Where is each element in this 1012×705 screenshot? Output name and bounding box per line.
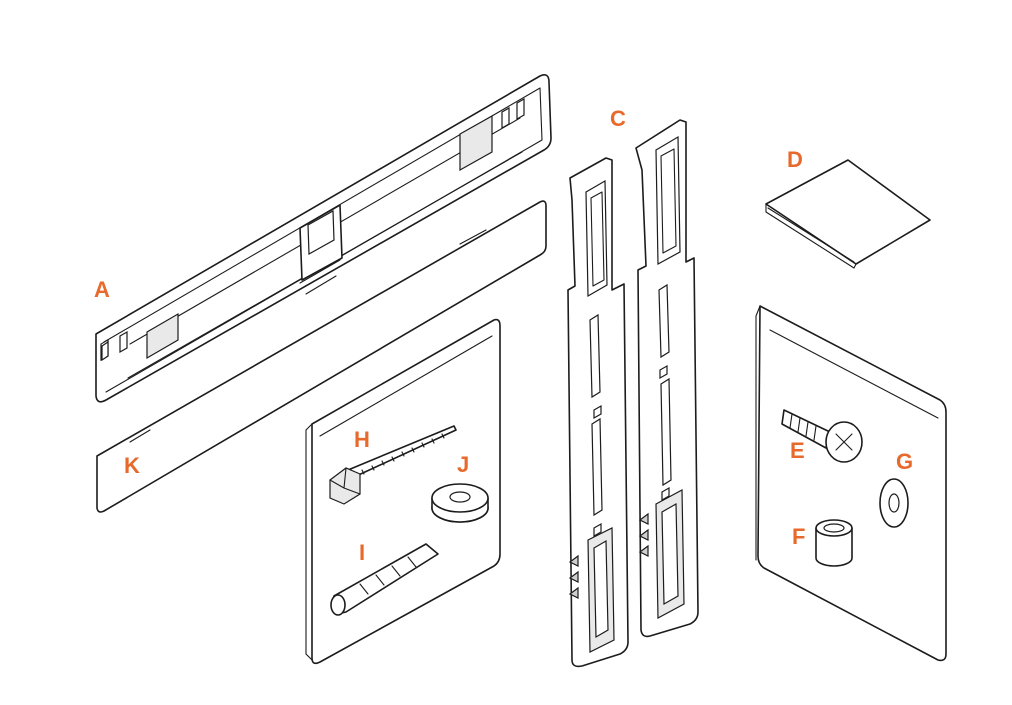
hardware-bag-2 [755, 305, 947, 662]
anchor-i [330, 543, 439, 616]
screw-h [329, 425, 457, 505]
part-c-arm-right [635, 119, 699, 638]
label-d: D [787, 147, 803, 172]
washer-j [431, 483, 489, 523]
hardware-bag-1 [305, 318, 501, 665]
part-c-arm-left [567, 157, 629, 668]
part-k-cover [96, 200, 547, 513]
label-e: E [790, 438, 805, 463]
label-c: C [610, 106, 626, 131]
label-k: K [124, 453, 140, 478]
label-h: H [354, 427, 370, 452]
label-g: G [896, 449, 914, 474]
spacer-f [815, 519, 853, 567]
part-a-bracket [95, 74, 552, 403]
label-f: F [792, 524, 806, 549]
label-j: J [457, 452, 470, 477]
label-a: A [94, 277, 110, 302]
washer-g [879, 478, 909, 528]
label-i: I [359, 540, 366, 565]
part-d-booklet [765, 159, 931, 269]
screw-e [781, 409, 863, 463]
